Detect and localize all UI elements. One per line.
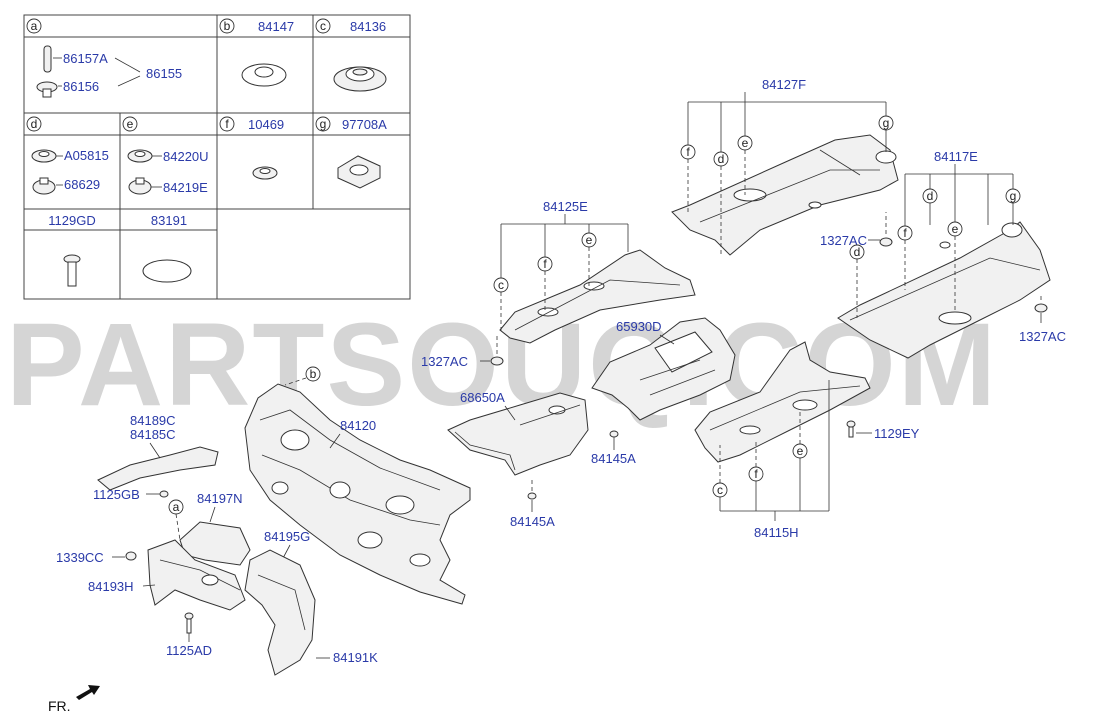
- legend-cell-83191: 83191: [142, 213, 192, 283]
- part-83191: 83191: [151, 213, 187, 228]
- svg-text:b: b: [310, 367, 317, 381]
- legend-cell-a: a 86157A 86155 86156: [26, 18, 182, 98]
- legend-cell-1129GD: 1129GD: [48, 213, 96, 287]
- clip-pin-icon: [43, 45, 52, 73]
- svg-text:c: c: [320, 19, 326, 33]
- heat-shield-65930D: 65930D 84145A: [591, 317, 736, 466]
- svg-text:f: f: [543, 257, 547, 271]
- part-65930D: 65930D: [616, 319, 662, 334]
- part-84219E: 84219E: [163, 180, 208, 195]
- part-1339CC: 1339CC: [56, 550, 104, 565]
- legend-cell-d: d A05815 68629: [26, 116, 109, 195]
- part-84117E: 84117E: [934, 149, 978, 164]
- svg-text:g: g: [1010, 189, 1017, 203]
- tunnel-68650A: 68650A 84145A: [447, 390, 589, 529]
- svg-text:e: e: [586, 233, 593, 247]
- part-86157A: 86157A: [63, 51, 108, 66]
- bolt-icon: [159, 490, 169, 498]
- insulator-84189C: 84189C 84185C 1125GB: [93, 413, 219, 502]
- svg-text:g: g: [320, 117, 327, 131]
- part-97708A: 97708A: [342, 117, 387, 132]
- dash-panel-84120: 84120 b: [244, 366, 471, 605]
- insulators-left: a 84197N 84195G 1339CC 84193H 1125AD 841…: [56, 491, 378, 676]
- svg-text:d: d: [927, 189, 934, 203]
- svg-text:d: d: [854, 245, 861, 259]
- part-84220U: 84220U: [163, 149, 209, 164]
- part-1129EY: 1129EY: [874, 426, 920, 441]
- under-cover-84115H: 1129EY 84115H c f e: [694, 341, 920, 540]
- part-84136: 84136: [350, 19, 386, 34]
- svg-text:e: e: [797, 444, 804, 458]
- svg-text:e: e: [127, 117, 134, 131]
- part-84147: 84147: [258, 19, 294, 34]
- nut-icon: [490, 356, 504, 366]
- part-84127F: 84127F: [762, 77, 806, 92]
- legend-table: a 86157A 86155 86156 b 84147 c 84136: [23, 14, 411, 300]
- svg-text:a: a: [173, 500, 180, 514]
- part-86155: 86155: [146, 66, 182, 81]
- clip-icon: [609, 430, 619, 438]
- svg-text:f: f: [686, 145, 690, 159]
- front-orientation-indicator: FR.: [48, 685, 100, 714]
- svg-text:f: f: [903, 226, 907, 240]
- legend-cell-g: g 97708A: [315, 116, 387, 189]
- svg-text:b: b: [224, 19, 231, 33]
- part-1125AD: 1125AD: [166, 643, 212, 658]
- letter-a: a: [31, 19, 38, 33]
- svg-text:e: e: [952, 222, 959, 236]
- part-84191K: 84191K: [333, 650, 378, 665]
- bolt-icon: [184, 612, 194, 620]
- svg-text:f: f: [225, 117, 229, 131]
- part-84115H: 84115H: [754, 525, 799, 540]
- part-84197N: 84197N: [197, 491, 243, 506]
- legend-cell-b: b 84147: [219, 18, 294, 87]
- part-1327AC-c: 1327AC: [1019, 329, 1066, 344]
- svg-text:e: e: [742, 136, 749, 150]
- legend-cell-e: e 84220U 84219E: [122, 116, 209, 195]
- part-68650A: 68650A: [460, 390, 505, 405]
- front-label: FR.: [48, 698, 71, 714]
- under-cover-84125E: 84125E c f e 1327AC: [421, 199, 696, 369]
- svg-text:f: f: [754, 467, 758, 481]
- under-cover-84127F: 84127F f d e g 1327AC: [671, 77, 899, 256]
- svg-text:d: d: [31, 117, 38, 131]
- legend-cell-f: f 10469: [219, 116, 284, 180]
- legend-cell-c: c 84136: [315, 18, 387, 92]
- part-86156: 86156: [63, 79, 99, 94]
- part-84145A-b: 84145A: [510, 514, 555, 529]
- part-10469: 10469: [248, 117, 284, 132]
- part-1125GB: 1125GB: [93, 487, 140, 502]
- part-84193H: 84193H: [88, 579, 134, 594]
- svg-text:g: g: [883, 116, 890, 130]
- part-84145A-a: 84145A: [591, 451, 636, 466]
- bolt-icon: [846, 420, 856, 428]
- part-68629: 68629: [64, 177, 100, 192]
- part-84125E: 84125E: [543, 199, 588, 214]
- part-84120: 84120: [340, 418, 376, 433]
- nut-icon: [1034, 303, 1048, 313]
- part-84195G: 84195G: [264, 529, 310, 544]
- plug-icon: [142, 259, 192, 283]
- part-84185C: 84185C: [130, 427, 176, 442]
- svg-text:c: c: [717, 483, 723, 497]
- part-1327AC-a: 1327AC: [820, 233, 867, 248]
- part-84189C: 84189C: [130, 413, 176, 428]
- part-1327AC-b: 1327AC: [421, 354, 468, 369]
- front-arrow-icon: [76, 685, 100, 700]
- clip-icon: [527, 492, 537, 500]
- part-1129GD: 1129GD: [48, 213, 95, 228]
- under-cover-84117E: 84117E f d e g d 1327AC: [837, 149, 1066, 359]
- svg-text:c: c: [498, 278, 504, 292]
- nut-icon: [879, 237, 893, 247]
- nut-icon: [125, 551, 137, 561]
- part-A05815: A05815: [64, 148, 109, 163]
- svg-text:d: d: [718, 152, 725, 166]
